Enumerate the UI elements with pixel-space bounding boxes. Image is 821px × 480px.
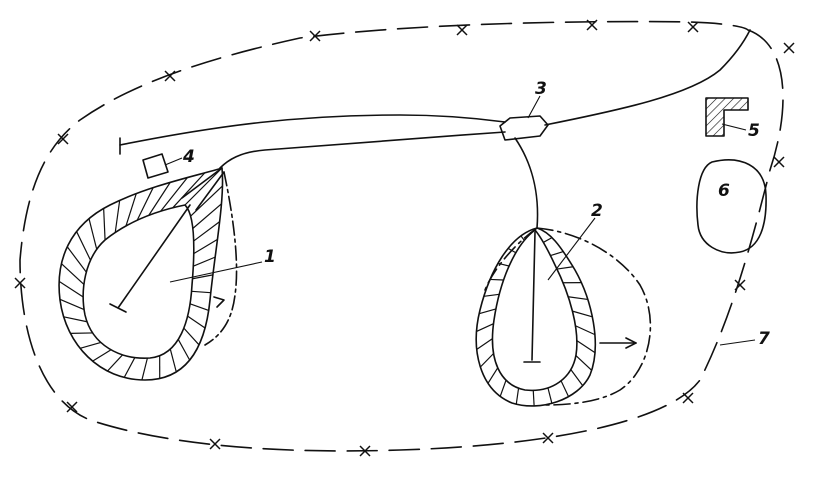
pit2-segs-seg-24 [550, 251, 564, 257]
pit1-segs-seg-11 [61, 263, 85, 285]
pit1-segs-seg-14 [63, 316, 88, 323]
boundary-marker-14 [57, 133, 69, 145]
boundary-marker-13 [14, 277, 26, 289]
pit-1-segments [58, 167, 223, 381]
pit1-segs-seg-16 [79, 341, 102, 349]
pit-2-segments [476, 227, 596, 406]
pit1-segs-seg-7 [103, 208, 106, 240]
leader-3 [527, 95, 541, 119]
pit2-segs-seg-25 [542, 237, 553, 243]
pit2-segs-seg-20 [572, 310, 593, 318]
pit2-segs-seg-16 [570, 369, 584, 387]
pit1-segs-seg-6 [114, 200, 121, 233]
road-left-upper [119, 114, 506, 146]
pit-1 [58, 167, 263, 381]
pit2-segs-seg-14 [547, 387, 553, 404]
road-to-pit-2 [514, 137, 539, 229]
pit2-segs-seg-11 [499, 379, 507, 397]
pit1-segs-seg-1 [172, 172, 206, 209]
pit1-segs-seg-31 [193, 221, 221, 242]
boundary-marker-3 [586, 19, 598, 31]
label-pond-6: 6 [718, 181, 730, 201]
leader-4 [164, 157, 183, 166]
boundary-marker-6 [773, 156, 785, 168]
pit1-segs-seg-9 [76, 231, 92, 261]
boundary-marker-12 [66, 401, 78, 413]
pit2-segs-seg-17 [575, 355, 593, 371]
item-4-rect [142, 153, 169, 179]
pit2-segs-seg-12 [515, 388, 520, 405]
pit1-segs-seg-2 [160, 177, 188, 212]
label-item-4: 4 [182, 147, 195, 167]
boundary-marker-7 [734, 279, 746, 291]
boundary-marker-0 [164, 70, 176, 82]
pit1-segs-seg-28 [192, 274, 213, 280]
pit1-segs-seg-0 [184, 167, 223, 206]
pit1-segs-seg-18 [107, 354, 124, 372]
pit1-segs-seg-8 [88, 218, 98, 250]
pit2-segs-seg-8 [476, 338, 493, 350]
pit1-segs-seg-19 [123, 357, 136, 378]
pit2-segs-seg-5 [483, 293, 500, 297]
boundary-markers [14, 19, 795, 457]
pit1-segs-seg-29 [193, 256, 216, 267]
pit2-segs-seg-21 [568, 296, 588, 301]
pit1-segs-seg-24 [183, 327, 200, 346]
leader-7 [719, 339, 756, 346]
pit2-segs-seg-1 [520, 235, 525, 241]
pit1-segs-seg-25 [187, 315, 206, 329]
boundary-marker-8 [682, 392, 694, 404]
boundary-marker-10 [359, 445, 371, 457]
road-to-pit-1 [219, 131, 506, 169]
pit2-segs-seg-7 [476, 323, 494, 332]
pit2-segs-seg-15 [560, 380, 570, 397]
pit1-segs-seg-20 [141, 357, 148, 381]
pit-2 [475, 217, 652, 407]
label-pit-1: 1 [264, 247, 276, 267]
building-5 [705, 97, 749, 137]
pit1-segs-seg-26 [189, 303, 209, 312]
pit1-segs-seg-30 [193, 238, 218, 255]
boundary-marker-4 [687, 21, 699, 33]
pit1-segs-seg-33 [190, 185, 223, 217]
pit1-segs-seg-4 [136, 187, 154, 221]
pit1-segs-seg-12 [58, 280, 84, 298]
pit1-segs-seg-10 [66, 246, 87, 273]
boundary-marker-9 [542, 432, 554, 444]
label-boundary-7: 7 [758, 329, 770, 349]
pit2-segs-seg-4 [490, 278, 504, 281]
pond-6 [696, 159, 767, 254]
boundary-7 [14, 19, 795, 457]
pit2-segs-seg-9 [479, 353, 495, 368]
pit1-segs-seg-22 [169, 348, 177, 372]
pit1-segs-seg-3 [148, 182, 171, 216]
pit1-segs-seg-5 [125, 193, 137, 227]
boundary-marker-2 [456, 24, 468, 36]
boundary-marker-11 [209, 438, 221, 450]
pit1-segs-seg-17 [92, 349, 112, 362]
pit2-segs-seg-6 [478, 308, 497, 315]
pit2-segs-seg-13 [532, 390, 535, 406]
pit1-segs-seg-27 [191, 290, 211, 294]
pit2-segs-seg-18 [576, 340, 596, 354]
pit2-segs-seg-10 [487, 367, 499, 384]
pit2-segs-seg-19 [575, 325, 596, 336]
label-junction-3: 3 [535, 79, 547, 99]
pit1-segs-seg-23 [177, 339, 191, 361]
label-pit-2: 2 [591, 201, 603, 221]
boundary-marker-1 [309, 30, 321, 42]
junction-3-block [499, 115, 549, 141]
pit2-segs-seg-23 [556, 266, 574, 270]
road-upper-right [544, 29, 751, 126]
leader-5 [721, 123, 747, 131]
label-building-5: 5 [748, 121, 760, 141]
boundary-marker-5 [783, 42, 795, 54]
pit1-segs-seg-32 [192, 203, 222, 229]
pit1-segs-seg-13 [59, 298, 85, 311]
